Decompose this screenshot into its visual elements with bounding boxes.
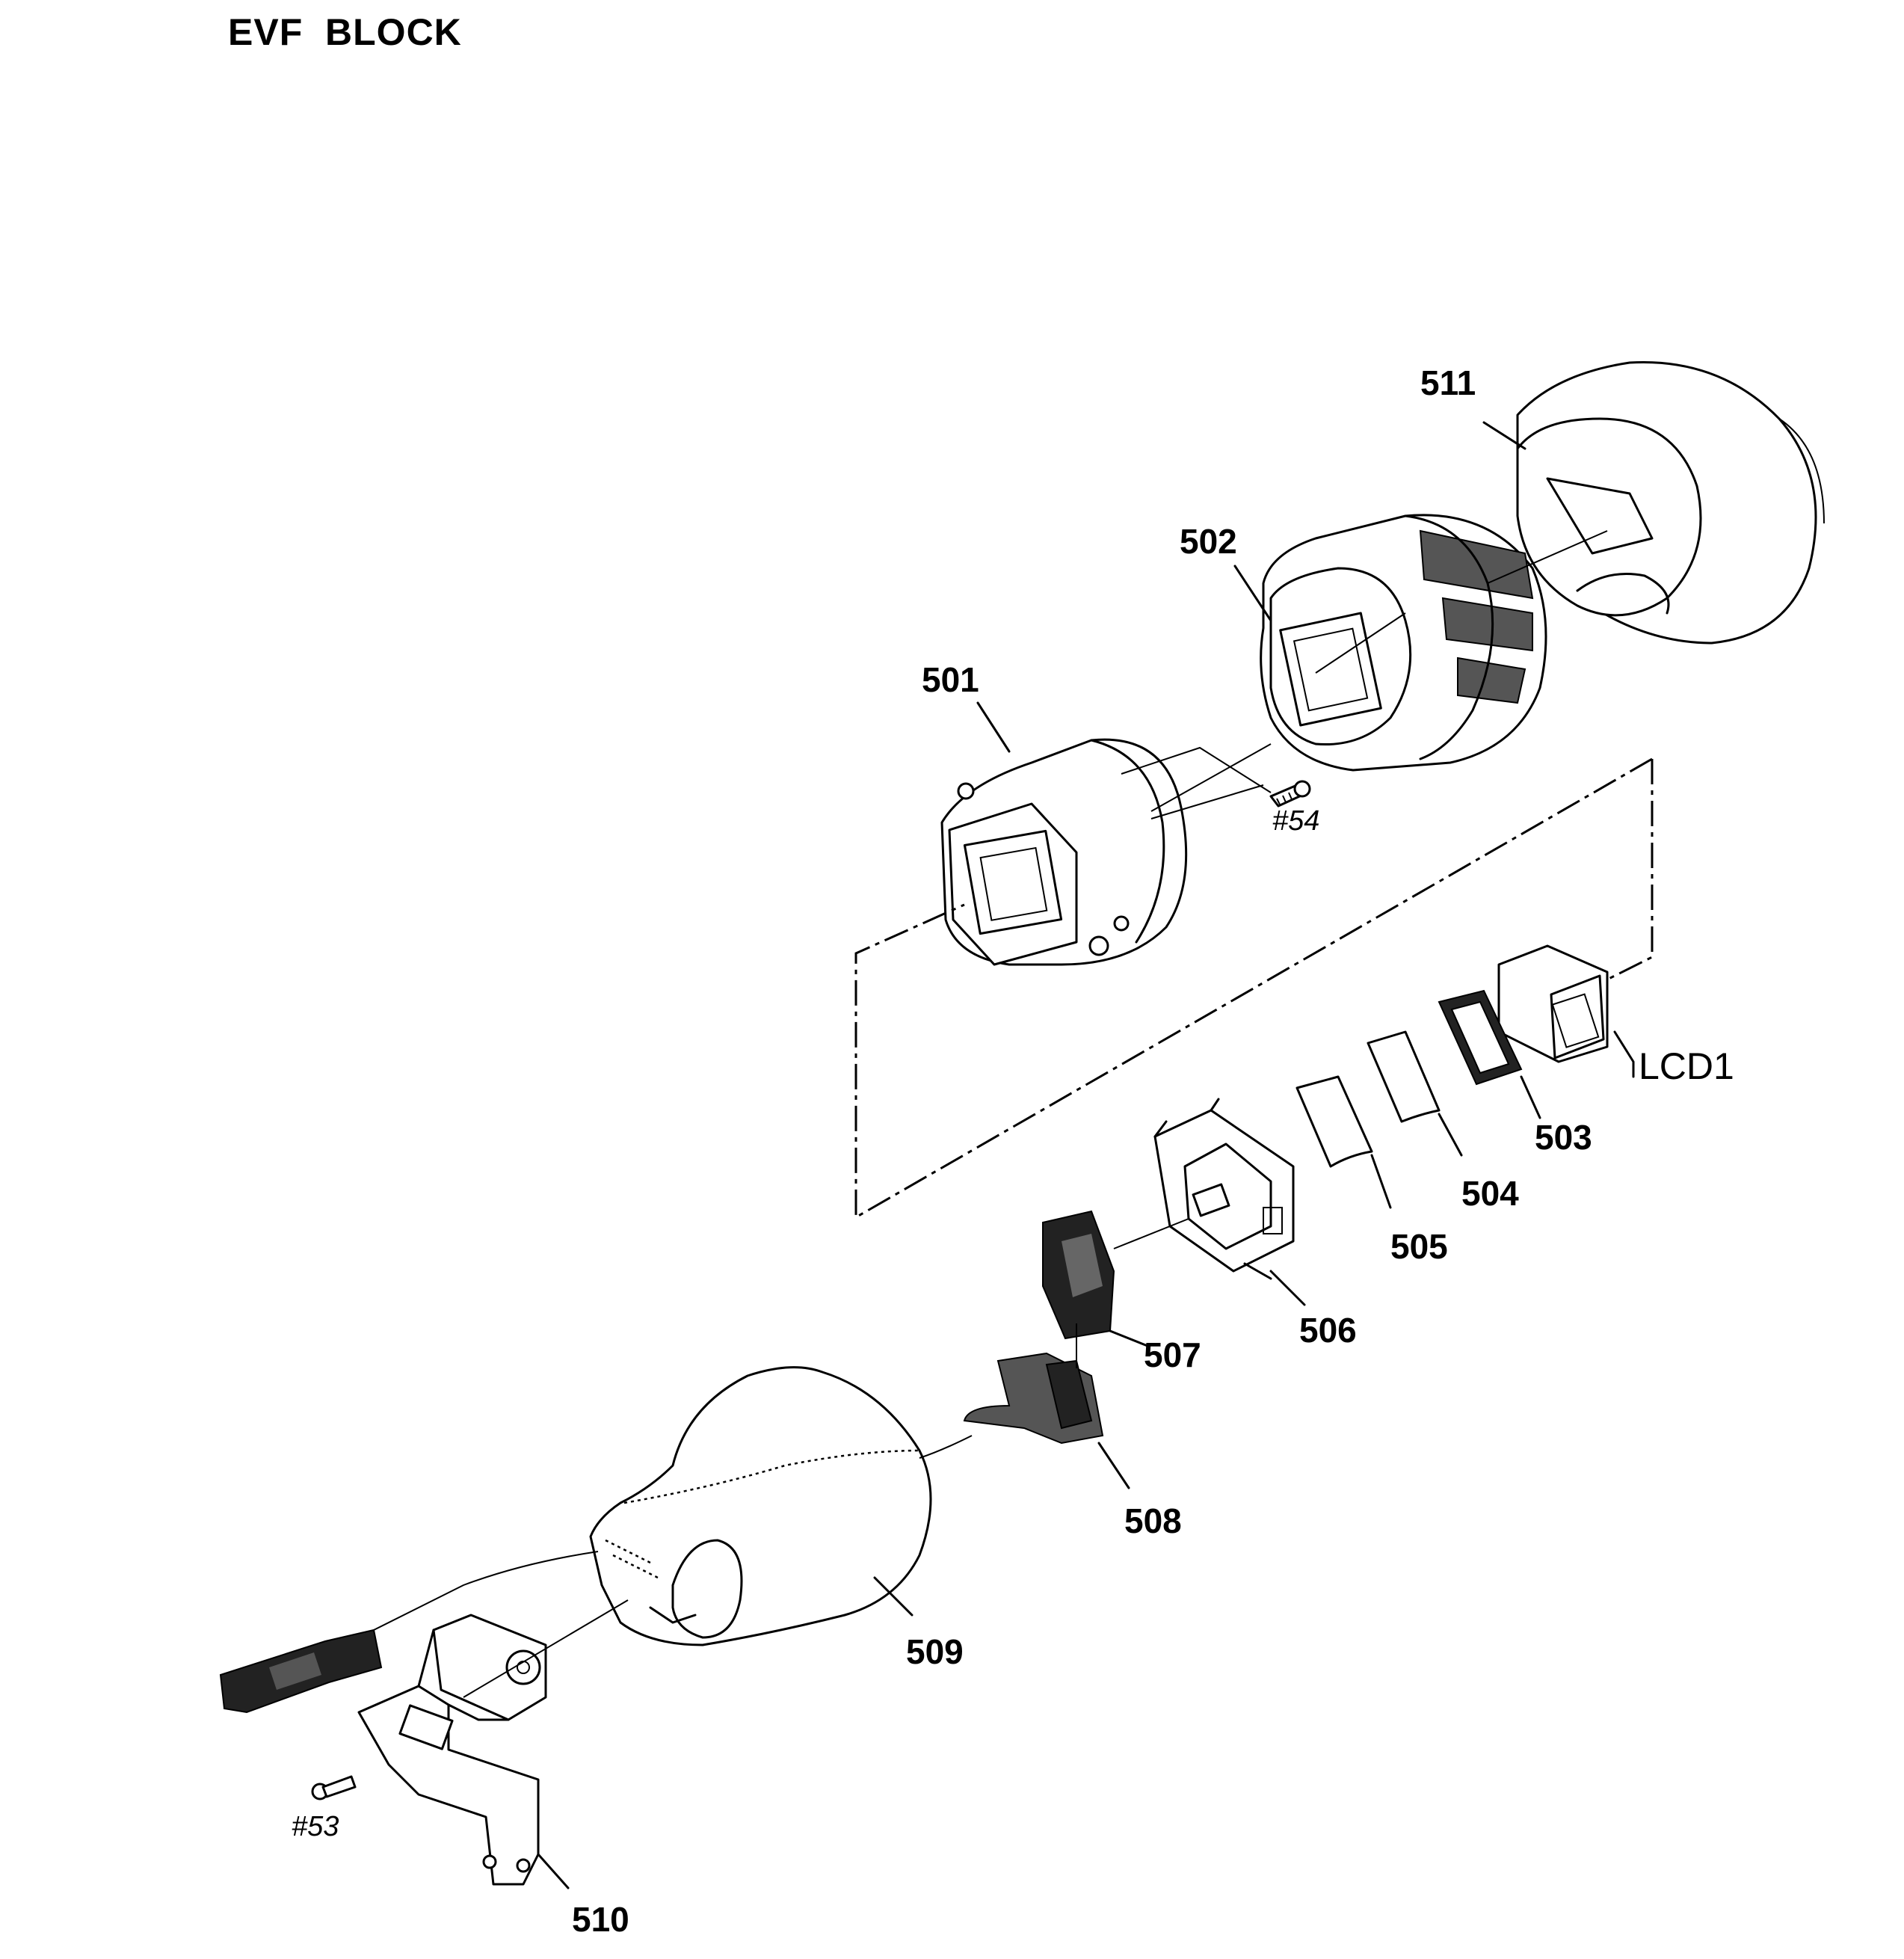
part-509-case xyxy=(589,1366,932,1646)
part-502-lens-barrel xyxy=(1260,514,1547,772)
label-509: 509 xyxy=(906,1632,964,1671)
label-501: 501 xyxy=(922,660,979,699)
leader-lines xyxy=(537,421,1635,1889)
label-507: 507 xyxy=(1144,1335,1201,1374)
label-504: 504 xyxy=(1461,1174,1519,1213)
assembly-guide-lines xyxy=(373,530,1654,1698)
part-504-sheet xyxy=(1367,1030,1441,1123)
label-screw-54: #54 xyxy=(1272,805,1319,837)
label-503: 503 xyxy=(1535,1118,1592,1157)
screw-54 xyxy=(1269,780,1311,808)
label-505: 505 xyxy=(1390,1227,1448,1266)
part-506-backlight-holder xyxy=(1153,1098,1295,1280)
screw-53 xyxy=(311,1775,357,1800)
part-501-holder xyxy=(940,738,1188,966)
label-511: 511 xyxy=(1420,363,1476,402)
label-506: 506 xyxy=(1299,1311,1357,1350)
label-502: 502 xyxy=(1180,522,1237,561)
label-screw-53: #53 xyxy=(292,1811,339,1842)
label-508: 508 xyxy=(1124,1501,1182,1540)
part-503-frame xyxy=(1438,989,1523,1086)
part-511-eyecup xyxy=(1516,360,1825,645)
part-508-flex xyxy=(963,1352,1104,1445)
part-505-sheet xyxy=(1295,1075,1373,1168)
part-left-flex-cable xyxy=(219,1629,383,1714)
label-lcd1: LCD1 xyxy=(1639,1045,1734,1087)
part-510-bracket xyxy=(357,1614,547,1886)
label-510: 510 xyxy=(572,1900,629,1939)
part-507-flex xyxy=(1042,1210,1115,1340)
part-lcd1-panel xyxy=(1497,944,1609,1063)
diagram-title: EVF BLOCK xyxy=(228,11,462,53)
